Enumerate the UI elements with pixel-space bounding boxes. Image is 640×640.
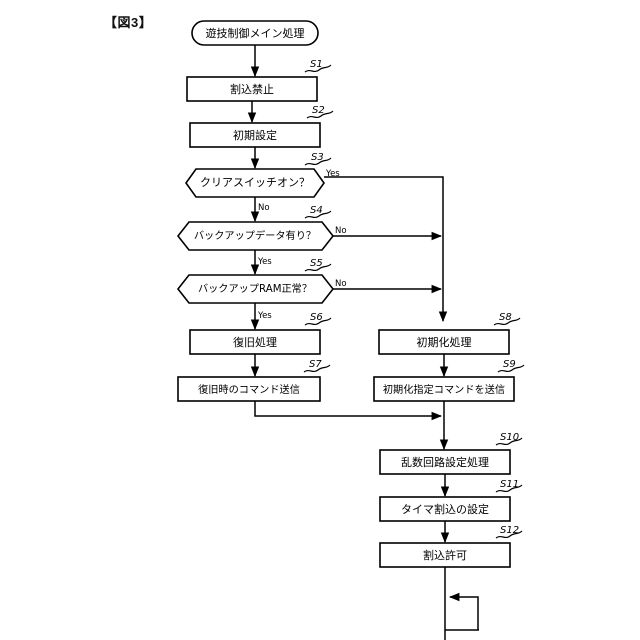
node-s12-label: 割込許可 [423, 548, 467, 562]
branch-label-s5-no: No [335, 279, 347, 289]
branch-label-s4-yes: Yes [257, 257, 272, 267]
node-s8-label: 初期化処理 [417, 335, 472, 349]
node-s1-label: 割込禁止 [230, 82, 274, 96]
step-label-s4: S4 [310, 205, 323, 216]
leader-s8 [493, 317, 521, 326]
edge-loop-back [448, 592, 479, 630]
branch-label-s3-yes: Yes [325, 169, 340, 179]
branch-label-s5-yes: Yes [257, 311, 272, 321]
leader-s4 [304, 210, 332, 219]
leader-s5 [304, 263, 332, 272]
node-s3: クリアスイッチオン？ [185, 168, 325, 198]
leader-s7 [303, 364, 331, 373]
leader-s12 [495, 530, 523, 539]
node-s7: 復旧時のコマンド送信 [177, 376, 321, 402]
node-s3-label: クリアスイッチオン？ [200, 176, 310, 189]
node-s12: 割込許可 [379, 542, 511, 568]
node-s6: 復旧処理 [189, 329, 321, 355]
step-label-s2: S2 [312, 105, 325, 116]
node-s1: 割込禁止 [186, 76, 318, 102]
step-label-s1: S1 [310, 59, 323, 70]
leader-s2 [306, 110, 334, 119]
node-s9-label: 初期化指定コマンドを送信 [383, 383, 505, 396]
edge-s3-yes [324, 176, 448, 323]
step-label-s8: S8 [499, 312, 512, 323]
node-s9: 初期化指定コマンドを送信 [373, 376, 515, 402]
leader-s3 [304, 157, 332, 166]
node-start: 遊技制御メイン処理 [191, 20, 319, 46]
node-s4-label: バックアップデータ有り？ [194, 229, 316, 242]
leader-s6 [304, 317, 332, 326]
node-s8: 初期化処理 [378, 329, 510, 355]
leader-s1 [304, 64, 332, 73]
node-start-label: 遊技制御メイン処理 [206, 26, 305, 40]
branch-label-s3-no: No [258, 203, 270, 213]
node-s4: バックアップデータ有り？ [176, 221, 335, 251]
figure-title: 【図3】 [104, 15, 153, 30]
node-s10: 乱数回路設定処理 [379, 449, 511, 475]
step-label-s3: S3 [311, 152, 324, 163]
leader-s9 [497, 364, 525, 373]
step-label-s7: S7 [309, 359, 322, 370]
leader-s10 [495, 437, 523, 446]
step-label-s9: S9 [503, 359, 516, 370]
node-s11-label: タイマ割込の設定 [401, 502, 489, 516]
node-s11: タイマ割込の設定 [379, 496, 511, 522]
node-s6-label: 復旧処理 [233, 336, 277, 349]
node-s5-label: バックアップRAM正常？ [198, 282, 312, 295]
leader-s11 [495, 484, 523, 493]
node-s10-label: 乱数回路設定処理 [401, 455, 489, 469]
step-label-s5: S5 [310, 258, 323, 269]
step-label-s11: S11 [500, 479, 519, 490]
step-label-s12: S12 [500, 525, 519, 536]
node-s5: バックアップRAM正常？ [176, 274, 335, 304]
edge-s7-to-s10 [254, 401, 443, 421]
step-label-s6: S6 [310, 312, 323, 323]
step-label-s10: S10 [500, 432, 519, 443]
node-s7-label: 復旧時のコマンド送信 [198, 383, 300, 396]
node-s2: 初期設定 [189, 122, 321, 148]
node-s2-label: 初期設定 [233, 128, 277, 142]
branch-label-s4-no: No [335, 226, 347, 236]
